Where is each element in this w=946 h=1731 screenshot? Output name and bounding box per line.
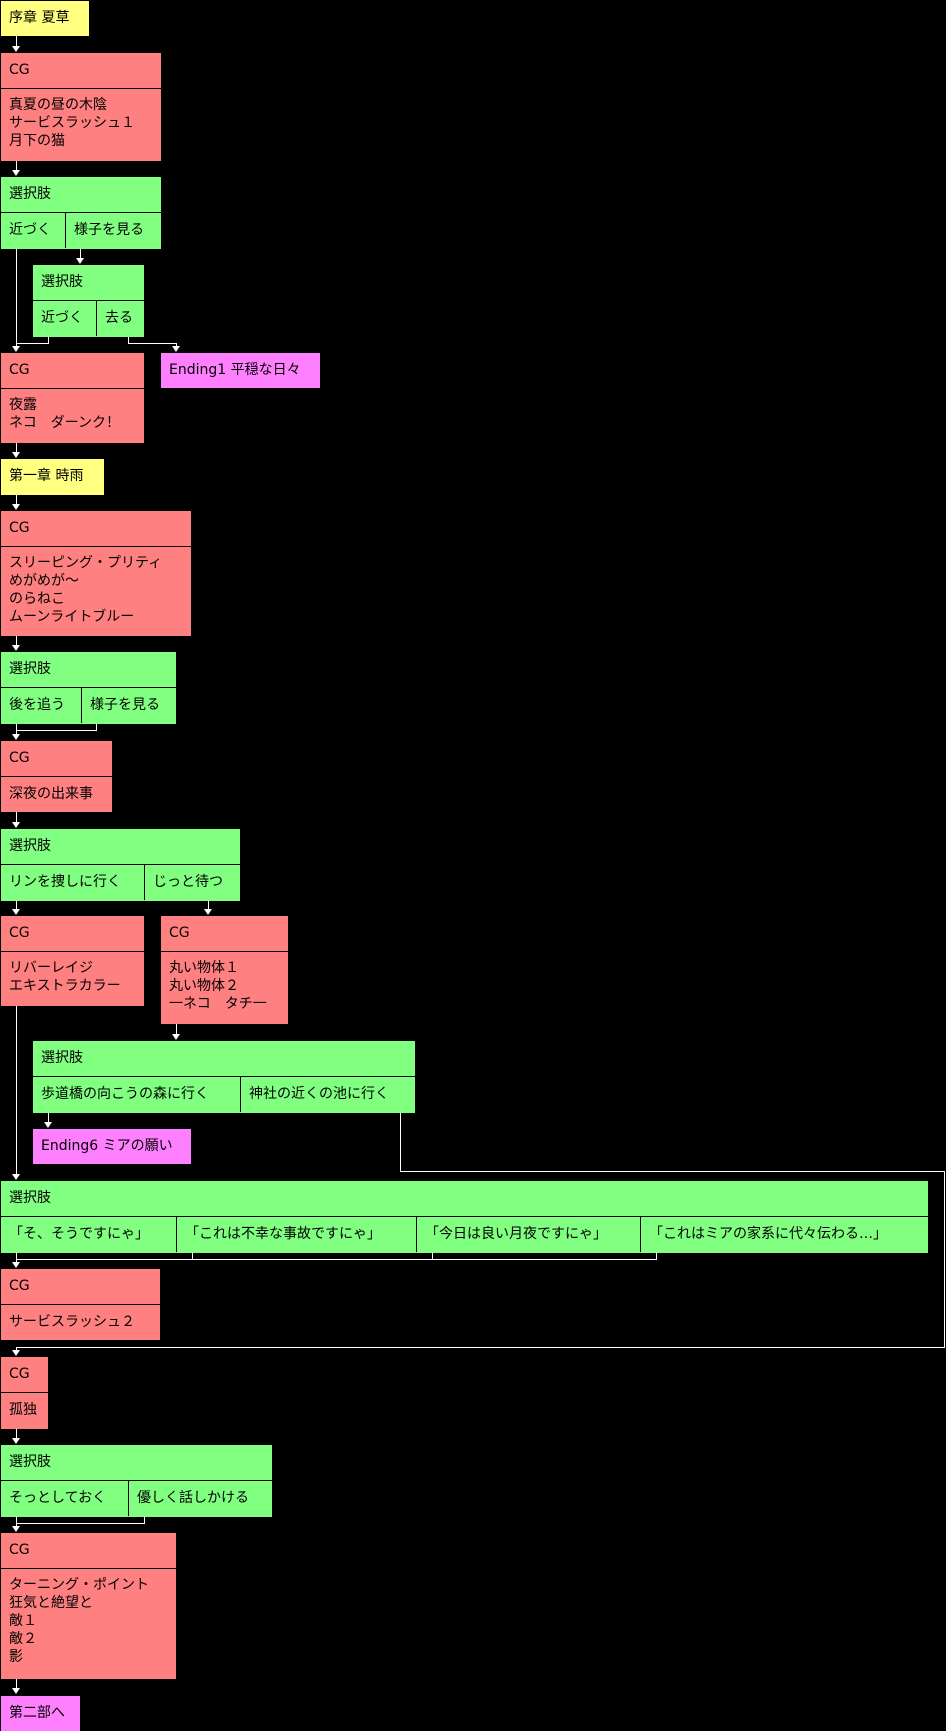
- choice-header: 選択肢: [1, 652, 176, 688]
- part-2-label: 第二部へ: [9, 1705, 65, 1721]
- ending-label: Ending6 ミアの願い: [41, 1138, 173, 1154]
- choice-header: 選択肢: [1, 177, 161, 213]
- cg-item: ムーンライトブルー: [9, 609, 135, 625]
- choice-option[interactable]: リンを捜しに行く: [9, 874, 121, 890]
- choice-option[interactable]: 神社の近くの池に行く: [240, 1077, 415, 1112]
- choice-option[interactable]: 「これは不幸な事故ですにゃ」: [176, 1217, 416, 1252]
- cg-item: サービスラッシュ１: [9, 115, 135, 131]
- choice-option[interactable]: 様子を見る: [81, 688, 176, 723]
- chapter-prologue: 序章 夏草: [1, 1, 89, 36]
- cg-item: サービスラッシュ２: [9, 1314, 135, 1330]
- cg-item: 敵１: [9, 1613, 37, 1629]
- choice-option[interactable]: 「これはミアの家系に代々伝わる…」: [640, 1217, 928, 1252]
- cg-header: CG: [1, 511, 191, 547]
- cg-node-7: CG サービスラッシュ２: [1, 1269, 160, 1340]
- cg-header: CG: [1, 1533, 176, 1569]
- cg-node-9: CG ターニング・ポイント狂気と絶望と敵１ 敵２ 影: [1, 1533, 176, 1679]
- choice-option[interactable]: 「今日は良い月夜ですにゃ」: [416, 1217, 640, 1252]
- cg-node-5: CG リバーレイジエキストラカラー: [1, 916, 144, 1006]
- choice-option[interactable]: 優しく話しかける: [128, 1481, 272, 1516]
- choice-header: 選択肢: [33, 265, 144, 301]
- choice-option[interactable]: 近づく: [9, 222, 51, 238]
- cg-node-8: CG 孤独: [1, 1357, 48, 1429]
- choice-option[interactable]: そっとしておく: [9, 1490, 107, 1506]
- cg-item: 深夜の出来事: [9, 786, 93, 802]
- ending-1: Ending1 平穏な日々: [161, 353, 320, 388]
- choice-option[interactable]: じっと待つ: [144, 865, 240, 900]
- cg-header: CG: [1, 1357, 48, 1393]
- cg-item: スリーピング・プリティ: [9, 555, 163, 571]
- choice-option[interactable]: 歩道橋の向こうの森に行く: [41, 1086, 209, 1102]
- cg-item: 丸い物体１: [169, 960, 239, 976]
- cg-item: 狂気と絶望と: [9, 1595, 93, 1611]
- cg-header: CG: [1, 53, 161, 89]
- cg-item: 影: [9, 1649, 23, 1665]
- part-2-link[interactable]: 第二部へ: [1, 1696, 80, 1731]
- cg-header: CG: [161, 916, 288, 952]
- cg-item: リバーレイジ: [9, 960, 93, 976]
- choice-option[interactable]: 様子を見る: [65, 213, 161, 248]
- cg-item: めがめが～: [9, 573, 79, 589]
- choice-header: 選択肢: [1, 829, 240, 865]
- choice-header: 選択肢: [33, 1041, 415, 1077]
- cg-header: CG: [1, 916, 144, 952]
- choice-node-4: 選択肢 リンを捜しに行く じっと待つ: [1, 829, 240, 901]
- ending-label: Ending1 平穏な日々: [169, 362, 301, 378]
- cg-header: CG: [1, 1269, 160, 1305]
- cg-item: 孤独: [9, 1402, 37, 1418]
- cg-item: 敵２: [9, 1631, 37, 1647]
- chapter-1: 第一章 時雨: [1, 459, 104, 495]
- choice-node-5: 選択肢 歩道橋の向こうの森に行く 神社の近くの池に行く: [33, 1041, 415, 1113]
- cg-item: 真夏の昼の木陰: [9, 97, 107, 113]
- choice-option[interactable]: 後を追う: [9, 697, 65, 713]
- chapter-label: 序章 夏草: [9, 10, 70, 26]
- choice-option[interactable]: 去る: [96, 301, 144, 336]
- choice-option[interactable]: 近づく: [41, 310, 83, 326]
- cg-item: 丸い物体２: [169, 978, 239, 994]
- cg-header: CG: [1, 353, 144, 389]
- chapter-label: 第一章 時雨: [9, 468, 84, 484]
- choice-header: 選択肢: [1, 1445, 272, 1481]
- cg-header: CG: [1, 741, 112, 777]
- choice-header: 選択肢: [1, 1181, 928, 1217]
- cg-item: のらねこ: [9, 591, 65, 607]
- choice-node-1: 選択肢 近づく様子を見る: [1, 177, 161, 249]
- cg-node-2: CG 夜露ネコ ダーンク！: [1, 353, 144, 443]
- cg-node-4: CG 深夜の出来事: [1, 741, 112, 812]
- cg-item: 一ネコ タチ一: [169, 996, 267, 1012]
- choice-node-2: 選択肢 近づく去る: [33, 265, 144, 337]
- choice-node-6: 選択肢 「そ、そうですにゃ」 「これは不幸な事故ですにゃ」「今日は良い月夜ですにゃ…: [1, 1181, 928, 1253]
- cg-node-3: CG スリーピング・プリティめがめが～ のらねこムーンライトブルー: [1, 511, 191, 636]
- choice-node-7: 選択肢 そっとしておく 優しく話しかける: [1, 1445, 272, 1517]
- cg-node-6: CG 丸い物体１ 丸い物体２ 一ネコ タチ一: [161, 916, 288, 1024]
- cg-node-1: CG 真夏の昼の木陰サービスラッシュ１ 月下の猫: [1, 53, 161, 161]
- cg-item: 夜露: [9, 397, 37, 413]
- cg-item: ネコ ダーンク！: [9, 415, 121, 431]
- ending-6: Ending6 ミアの願い: [33, 1129, 191, 1164]
- cg-item: 月下の猫: [9, 133, 65, 149]
- cg-item: ターニング・ポイント: [9, 1577, 149, 1593]
- choice-option[interactable]: 「そ、そうですにゃ」: [9, 1226, 149, 1242]
- cg-item: エキストラカラー: [9, 978, 121, 994]
- choice-node-3: 選択肢 後を追う様子を見る: [1, 652, 176, 724]
